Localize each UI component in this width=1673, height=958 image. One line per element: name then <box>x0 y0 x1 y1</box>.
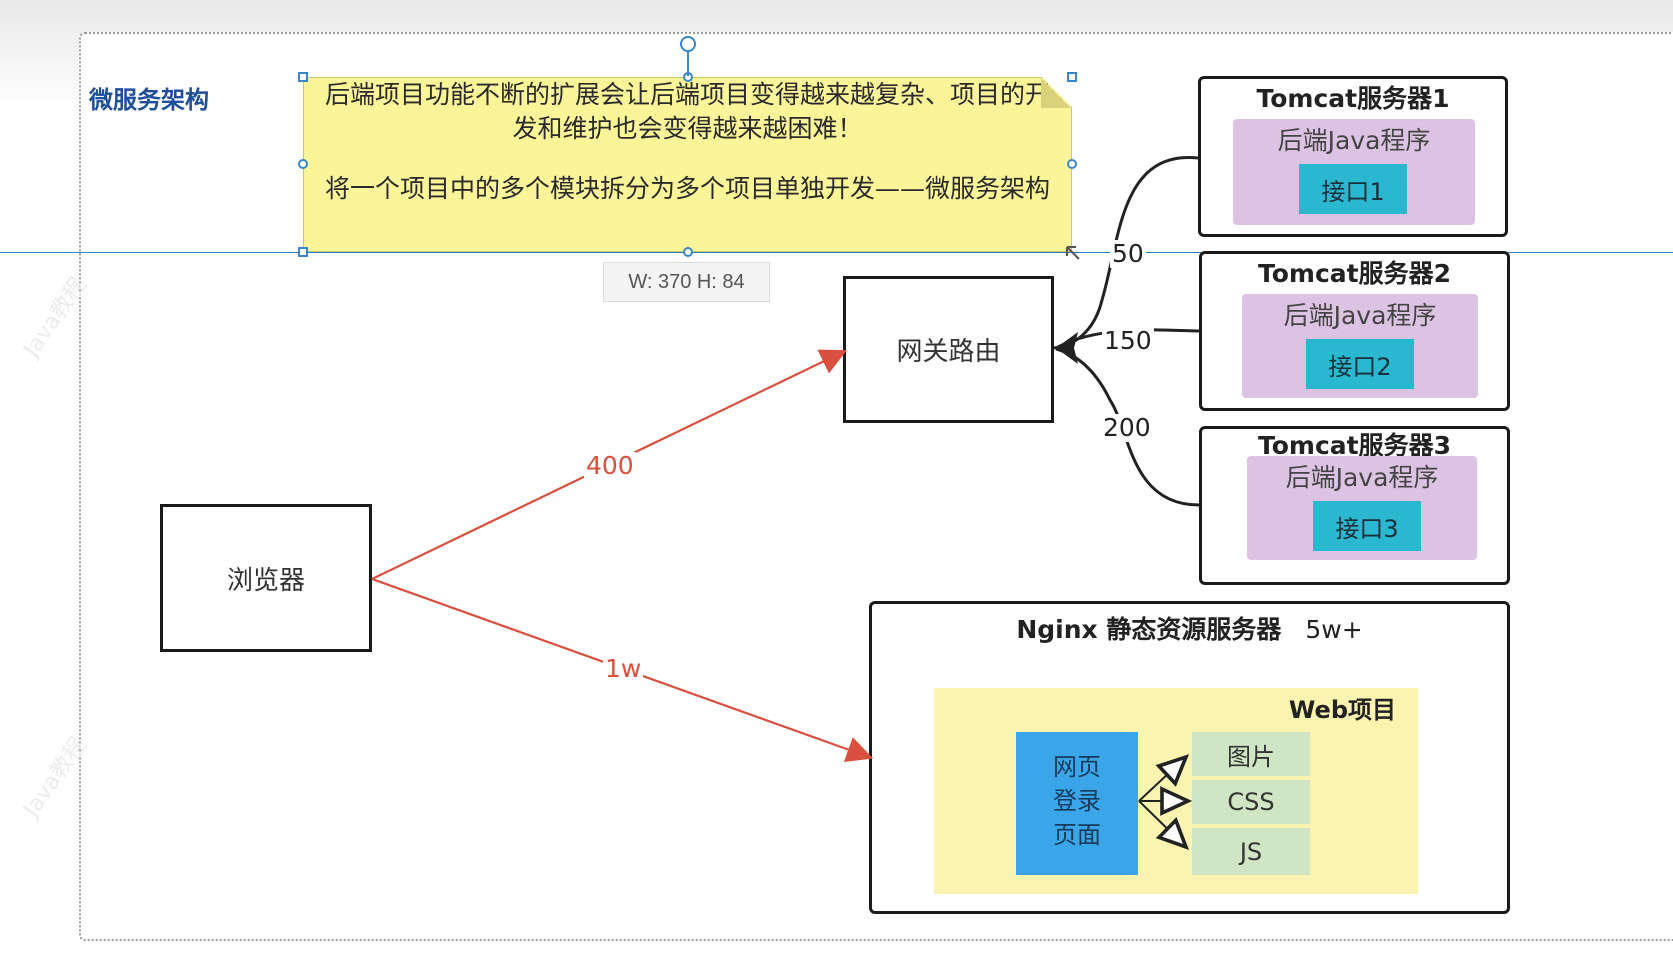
resize-handle-bottom[interactable] <box>683 247 693 257</box>
tomcat-server-3[interactable]: Tomcat服务器3 后端Java程序 接口3 <box>1199 426 1510 585</box>
alignment-guide <box>0 252 1673 253</box>
edge-label-50: 50 <box>1110 239 1146 268</box>
resize-handle-right[interactable] <box>1067 159 1077 169</box>
web-project-area[interactable]: Web项目 网页 登录 页面 图片 CSS JS <box>934 688 1418 894</box>
edge-label-1w: 1w <box>603 654 644 683</box>
nginx-traffic: 5w+ <box>1305 615 1363 644</box>
sticky-note[interactable]: 后端项目功能不断的扩展会让后端项目变得越来越复杂、项目的开发和维护也会变得越来越… <box>303 77 1072 252</box>
page-line-3: 页面 <box>1053 821 1101 849</box>
edge-label-400: 400 <box>584 451 636 480</box>
resource-image[interactable]: 图片 <box>1192 732 1310 776</box>
java-program-box[interactable]: 后端Java程序 接口2 <box>1242 294 1478 398</box>
tomcat-server-1[interactable]: Tomcat服务器1 后端Java程序 接口1 <box>1198 76 1508 237</box>
java-program-label: 后端Java程序 <box>1283 301 1437 330</box>
edge-label-200: 200 <box>1101 413 1153 442</box>
server-title: Tomcat服务器2 <box>1258 259 1451 288</box>
resize-handle-top-left[interactable] <box>298 72 308 82</box>
java-program-label: 后端Java程序 <box>1285 463 1439 492</box>
java-program-label: 后端Java程序 <box>1277 126 1431 155</box>
api-box[interactable]: 接口2 <box>1306 339 1414 389</box>
nginx-server[interactable]: Nginx 静态资源服务器 5w+ Web项目 网页 登录 页面 图片 CSS J… <box>869 601 1510 914</box>
api-box[interactable]: 接口1 <box>1299 164 1407 214</box>
note-text-1: 后端项目功能不断的扩展会让后端项目变得越来越复杂、项目的开发和维护也会变得越来越… <box>324 80 1050 143</box>
nginx-title-text: Nginx 静态资源服务器 <box>1016 615 1282 644</box>
browser-box[interactable]: 浏览器 <box>160 504 372 652</box>
java-program-box[interactable]: 后端Java程序 接口1 <box>1233 119 1475 225</box>
resize-handle-left[interactable] <box>298 159 308 169</box>
resize-handle-bottom-left[interactable] <box>298 247 308 257</box>
login-page-box[interactable]: 网页 登录 页面 <box>1016 732 1138 875</box>
diagram-title: 微服务架构 <box>89 86 209 114</box>
size-tooltip: W: 370 H: 84 <box>603 262 770 302</box>
web-project-title: Web项目 <box>1288 696 1396 724</box>
page-line-2: 登录 <box>1053 787 1101 815</box>
java-program-box[interactable]: 后端Java程序 接口3 <box>1247 456 1477 560</box>
server-title: Tomcat服务器1 <box>1256 84 1450 113</box>
gateway-label: 网关路由 <box>896 337 1001 367</box>
tomcat-server-2[interactable]: Tomcat服务器2 后端Java程序 接口2 <box>1199 251 1510 411</box>
api-box[interactable]: 接口3 <box>1313 501 1421 551</box>
gateway-box[interactable]: 网关路由 <box>843 276 1054 423</box>
nginx-title: Nginx 静态资源服务器 5w+ <box>872 610 1507 646</box>
edge-label-150: 150 <box>1102 326 1154 355</box>
resource-js[interactable]: JS <box>1192 828 1310 875</box>
note-text-2: 将一个项目中的多个模块拆分为多个项目单独开发——微服务架构 <box>324 174 1050 203</box>
server-title: Tomcat服务器3 <box>1258 431 1451 460</box>
resource-css[interactable]: CSS <box>1192 780 1310 824</box>
page-line-1: 网页 <box>1053 753 1101 781</box>
resize-handle-top-right[interactable] <box>1067 72 1077 82</box>
resize-handle-top[interactable] <box>683 72 693 82</box>
browser-label: 浏览器 <box>226 565 305 596</box>
